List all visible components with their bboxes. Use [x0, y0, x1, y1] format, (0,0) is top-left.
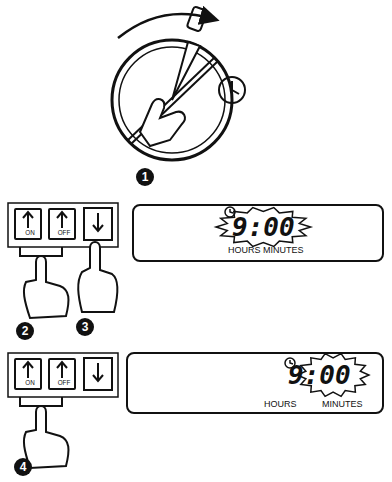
callout-number: 1 — [136, 168, 154, 186]
button-label: OFF — [52, 380, 76, 386]
control-button: OFF — [48, 358, 76, 390]
display-unit: HOURS MINUTES — [228, 246, 304, 255]
clock-icon — [225, 207, 295, 368]
lcd-display: 9:00HOURS MINUTES — [126, 352, 384, 414]
flash-burst — [216, 208, 311, 247]
callout-number: 2 — [16, 322, 34, 340]
button-panel — [8, 353, 118, 397]
control-button: ON — [14, 208, 42, 240]
callout-number: 3 — [76, 318, 94, 336]
button-label: OFF — [52, 230, 76, 236]
control-button: ON — [14, 358, 42, 390]
hand — [20, 242, 118, 468]
display-digits: 9:00 — [232, 214, 295, 240]
callout-number: 4 — [14, 458, 32, 476]
control-button: OFF — [48, 208, 76, 240]
display-unit: MINUTES — [322, 400, 363, 409]
button-panel — [8, 203, 118, 247]
display-unit: HOURS — [264, 400, 297, 409]
lcd-display: 9:00HOURS MINUTES — [132, 204, 384, 262]
button-label: ON — [18, 230, 42, 236]
display-digits: 9:00 — [288, 362, 351, 388]
button-label: ON — [18, 380, 42, 386]
dial — [112, 6, 245, 160]
